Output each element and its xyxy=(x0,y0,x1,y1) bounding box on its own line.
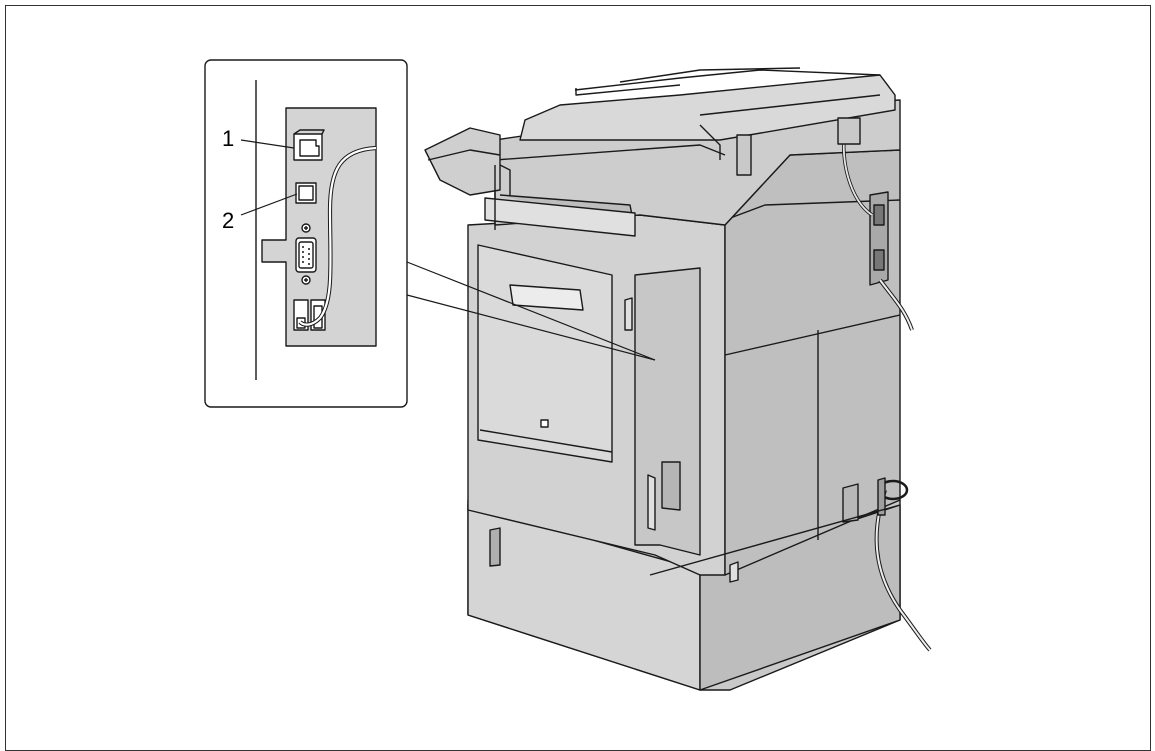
ethernet-port xyxy=(293,129,325,161)
usb-port xyxy=(295,182,317,204)
side-column xyxy=(634,267,701,556)
callout-2-leader xyxy=(240,193,298,216)
document-feeder xyxy=(519,74,896,141)
zoom-leader-lines xyxy=(406,261,656,361)
serial-port xyxy=(295,223,317,285)
multifunction-printer xyxy=(424,67,932,691)
callout-2-label: 2 xyxy=(222,208,235,233)
callout-1-label: 1 xyxy=(222,126,235,151)
connector-inset xyxy=(204,59,408,408)
interface-panel xyxy=(261,107,377,347)
rear-cover xyxy=(477,244,613,463)
output-tray xyxy=(424,127,501,196)
callout-1-leader xyxy=(240,139,295,149)
